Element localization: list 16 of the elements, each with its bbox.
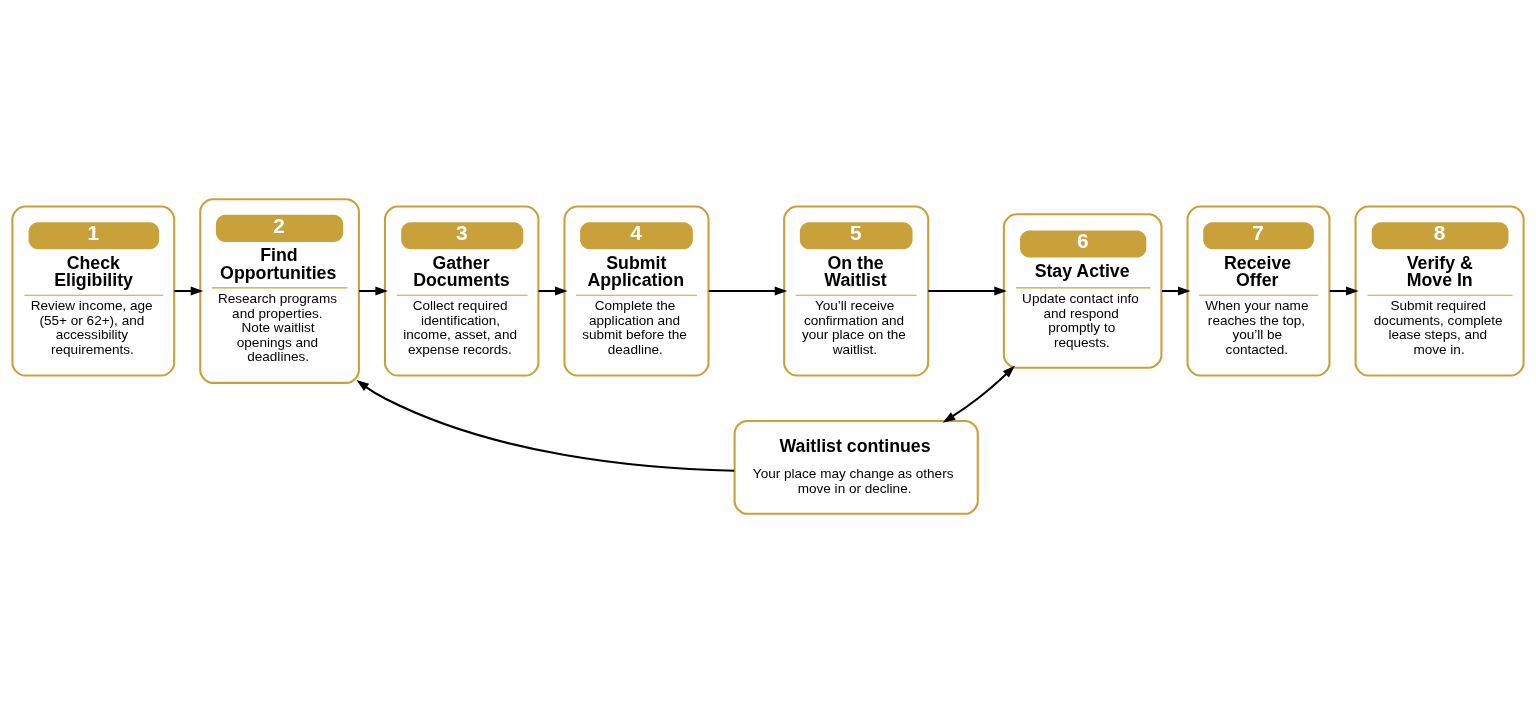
node-box: 8 Verify & Move In Submit required documents, complete lease steps, and move in. — [1354, 205, 1525, 377]
node-box: 2 Find Opportunities Research programs and properties. Note waitlist openings and deadlines. — [199, 198, 360, 384]
arrow — [1161, 286, 1191, 296]
arrow — [538, 286, 568, 296]
arrow — [942, 365, 1015, 423]
node-box: 1 Check Eligibility Review income, age (55+ or 62+), and accessibility requirements. — [11, 205, 176, 377]
arrow — [708, 286, 788, 296]
node-box: 5 On the Waitlist You’ll receive confirmation and your place on the waitlist. — [783, 205, 930, 377]
arrow — [356, 379, 735, 472]
arrow — [174, 286, 204, 296]
node-box: Waitlist continues Your place may change as others move in or decline. — [733, 419, 979, 515]
node-box: 6 Stay Active Update contact info and respond promptly to requests. — [1002, 213, 1163, 369]
node-box: 7 Receive Offer When your name reaches the top, you’ll be contacted. — [1186, 205, 1331, 377]
node-box: 3 Gather Documents Collect required identification, income, asset, and expense records. — [383, 205, 540, 377]
node-box: 4 Submit Application Complete the application and submit before the deadline. — [563, 205, 710, 377]
arrow — [928, 286, 1007, 296]
